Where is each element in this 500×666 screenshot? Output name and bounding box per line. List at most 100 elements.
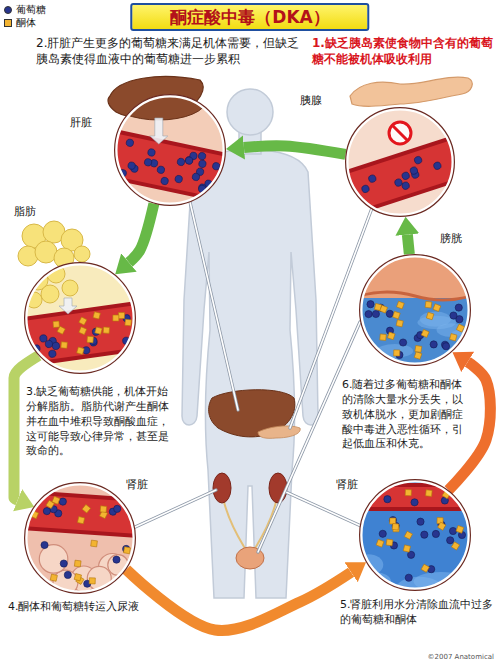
- ketone-square: [376, 539, 384, 547]
- leader-line: [258, 322, 360, 552]
- ketone-square: [50, 574, 57, 581]
- blood-vessel: [114, 125, 226, 206]
- no-sign-bar: [392, 125, 408, 141]
- ketone-square: [392, 523, 399, 530]
- disc-outline: [25, 263, 136, 374]
- ketone-square: [53, 321, 59, 327]
- glucose-dot: [198, 160, 207, 169]
- ketone-square: [79, 327, 87, 335]
- glucose-dot: [174, 175, 183, 184]
- organ-disc: [24, 482, 136, 594]
- step-caption: 2.肝脏产生更多的葡萄糖来满足机体需要，但缺乏胰岛素使得血液中的葡萄糖进一步累积: [36, 36, 300, 67]
- glucose-dot: [384, 496, 391, 503]
- ketone-square: [396, 301, 404, 309]
- flow-arrow: [244, 146, 346, 155]
- glucose-dot: [113, 556, 120, 563]
- organ-disc: [345, 107, 455, 217]
- ketone-square: [103, 327, 109, 333]
- disc-outline: [115, 95, 226, 206]
- ketone-square: [456, 526, 464, 534]
- disc-content: [359, 254, 471, 366]
- organ-disc: [24, 262, 136, 374]
- organ-circle: 肾脏4.酮体和葡萄糖转运入尿液: [24, 482, 136, 594]
- disc-rim: [361, 481, 469, 589]
- legend-swatch: [4, 6, 12, 14]
- glucose-dot: [455, 304, 462, 311]
- legend-text: 酮体: [16, 17, 36, 29]
- fat-cell: [74, 246, 90, 262]
- water-sheen: [420, 311, 451, 326]
- ketone-square: [450, 334, 457, 341]
- glucose-dot: [52, 342, 60, 350]
- ketone-square: [380, 334, 387, 341]
- tissue-ground: [359, 254, 471, 366]
- disc-outline: [346, 108, 455, 217]
- ketone-square: [451, 542, 459, 550]
- ketone-square: [404, 531, 412, 539]
- blood-vessel: [24, 489, 136, 540]
- leader-line: [190, 202, 238, 410]
- disc-rim: [347, 109, 453, 215]
- glucose-dot: [198, 152, 207, 161]
- pancreas-illustration: [350, 77, 472, 106]
- vessel-wall: [24, 299, 136, 370]
- glucose-dot: [405, 574, 412, 581]
- body-outline: [182, 150, 318, 598]
- glucose-dot: [379, 530, 386, 537]
- organ-disc: [359, 254, 471, 366]
- glucose-dot: [386, 310, 393, 317]
- glucose-dot: [417, 518, 424, 525]
- disc-rim: [361, 256, 469, 364]
- glucose-dot: [449, 527, 456, 534]
- disc-rim: [26, 264, 134, 372]
- title-text: 酮症酸中毒（DKA）: [170, 7, 329, 27]
- bladder-lining: [359, 292, 471, 300]
- glucose-dot: [45, 340, 53, 348]
- glucose-dot: [367, 301, 374, 308]
- blood-vessel: [24, 299, 136, 370]
- pancreas-organ: [258, 426, 300, 438]
- ketone-square: [386, 539, 393, 546]
- glucose-dot: [157, 166, 166, 175]
- step-caption: 6.随着过多葡萄糖和酮体的清除大量水分丢失，以致机体脱水，更加剧酮症酸中毒进入恶…: [342, 378, 472, 452]
- glucose-dot: [372, 310, 379, 317]
- glucose-dot: [192, 173, 201, 182]
- glucose-dot: [399, 339, 406, 346]
- glucose-dot: [177, 158, 186, 167]
- fat-illustration: [18, 221, 90, 268]
- leader-lines: [133, 202, 372, 552]
- flow-hint-arrow: [150, 118, 168, 144]
- legend: 葡萄糖酮体: [4, 4, 46, 30]
- ketone-square: [52, 496, 60, 504]
- disc-rim: [116, 96, 224, 204]
- organ-circle: 肝脏2.肝脏产生更多的葡萄糖来满足机体需要，但缺乏胰岛素使得血液中的葡萄糖进一步…: [114, 94, 226, 206]
- water-sheen: [377, 344, 413, 358]
- organ-label: 脂肪: [14, 205, 36, 218]
- no-sign: [389, 122, 411, 144]
- disc-outline: [25, 483, 136, 594]
- flow-arrow: [407, 235, 409, 255]
- title-banner: 酮症酸中毒（DKA）: [130, 3, 369, 31]
- legend-row: 酮体: [4, 17, 46, 29]
- step-caption: 5.肾脏利用水分清除血流中过多的葡萄糖和酮体: [340, 598, 496, 628]
- organ-circle: 膀胱6.随着过多葡萄糖和酮体的清除大量水分丢失，以致机体脱水，更加剧酮症酸中毒进…: [359, 254, 471, 366]
- disc-content: [359, 479, 471, 591]
- ureter: [254, 502, 276, 550]
- ketone-square: [87, 336, 93, 342]
- glucose-dot: [401, 181, 410, 190]
- body-head: [227, 89, 273, 135]
- ketone-square: [415, 346, 422, 353]
- leader-shadow: [258, 322, 360, 552]
- leader-line: [133, 490, 216, 528]
- ketone-square: [77, 347, 84, 354]
- legend-text: 葡萄糖: [16, 4, 46, 16]
- glucose-dot: [447, 537, 454, 544]
- glucose-dot: [160, 177, 169, 186]
- ketone-square: [74, 574, 81, 581]
- flow-arrow: [126, 570, 351, 631]
- glucose-dot: [442, 343, 449, 350]
- ketone-square: [426, 490, 433, 497]
- ketone-square: [421, 564, 429, 572]
- ketone-square: [433, 304, 441, 312]
- ketone-square: [118, 313, 124, 319]
